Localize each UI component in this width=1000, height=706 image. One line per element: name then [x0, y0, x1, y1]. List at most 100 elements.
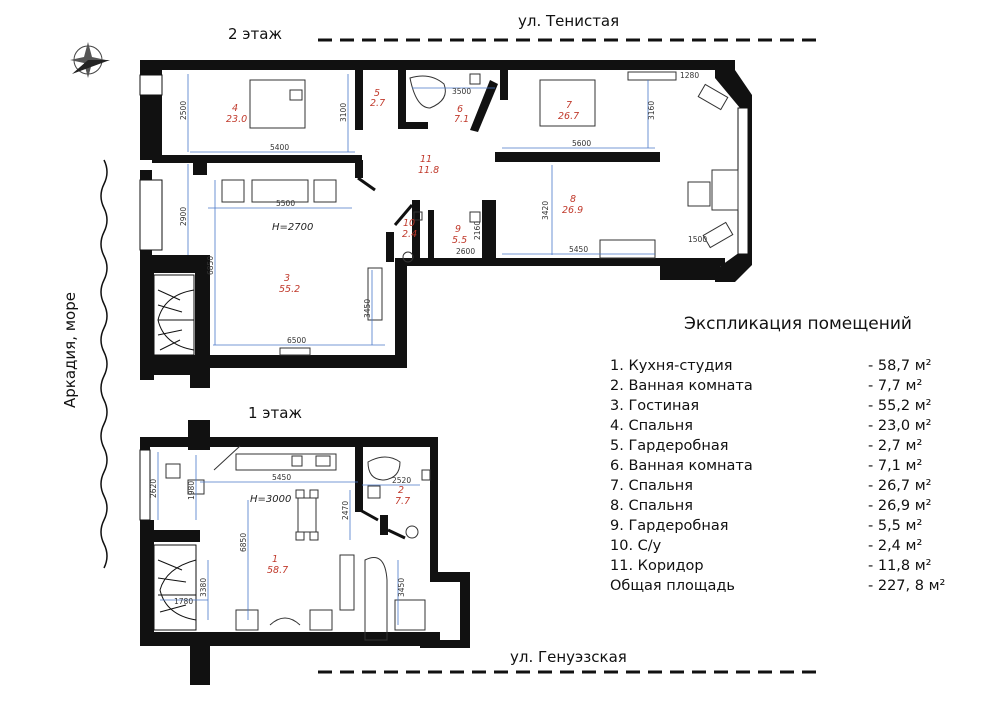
room-4-number: 4: [232, 103, 238, 114]
legend-room-area: - 7,7 м²: [868, 378, 923, 394]
legend-row: 9. Гардеробная - 5,5 м²: [610, 516, 970, 536]
lower-floor-plan: [139, 420, 470, 685]
room-2-number: 2: [398, 485, 404, 496]
legend-total-area: - 227, 8 м²: [868, 578, 946, 594]
legend-total-name: Общая площадь: [610, 578, 735, 594]
room-3-number: 3: [284, 273, 290, 284]
dimension-value: 3450: [397, 578, 406, 597]
legend-room-name: 9. Гардеробная: [610, 518, 729, 534]
room-7-number: 7: [566, 100, 572, 111]
room-5-number: 5: [374, 88, 380, 99]
dimension-value: 6500: [287, 336, 306, 345]
room-8-number: 8: [570, 194, 576, 205]
legend-title: Экспликация помещений: [684, 314, 912, 334]
legend-room-name: 5. Гардеробная: [610, 438, 729, 454]
upper-dimension-lines: [187, 74, 655, 346]
room-2-area: 7.7: [395, 496, 410, 507]
dimension-value: 2600: [456, 247, 475, 256]
legend-row: 6. Ванная комната - 7,1 м²: [610, 456, 970, 476]
legend-room-name: 6. Ванная комната: [610, 458, 753, 474]
legend-room-area: - 11,8 м²: [868, 558, 932, 574]
legend-room-name: 8. Спальня: [610, 498, 693, 514]
dimension-value: 6850: [239, 533, 248, 552]
dimension-value: 3450: [363, 299, 372, 318]
room-legend: 1. Кухня-студия - 58,7 м² 2. Ванная комна…: [610, 356, 970, 596]
dimension-value: 3100: [339, 103, 348, 122]
legend-row: 7. Спальня- 26,7 м²: [610, 476, 970, 496]
legend-room-area: - 23,0 м²: [868, 418, 932, 434]
room-7-area: 26.7: [558, 111, 579, 122]
dimension-value: 2900: [179, 207, 188, 226]
bottom-street-label: ул. Генуэзская: [510, 648, 627, 666]
legend-row: 5. Гардеробная - 2,7 м²: [610, 436, 970, 456]
dimension-value: 3420: [541, 201, 550, 220]
dimension-value: 5450: [569, 245, 588, 254]
legend-room-name: 4. Спальня: [610, 418, 693, 434]
legend-room-area: - 2,7 м²: [868, 438, 923, 454]
dimension-value: 3500: [452, 87, 471, 96]
upper-floor-label: 2 этаж: [228, 25, 282, 43]
dimension-value: 5450: [272, 473, 291, 482]
room-11-number: 11: [420, 154, 432, 165]
upper-furniture: [221, 71, 739, 356]
upper-ceiling-height: H=2700: [272, 222, 313, 233]
dimension-value: 2520: [392, 476, 411, 485]
lower-dimension-lines: [157, 452, 420, 625]
legend-row: 11. Коридор - 11,8 м²: [610, 556, 970, 576]
dimension-value: 1780: [174, 597, 193, 606]
lower-ceiling-height: H=3000: [250, 494, 291, 505]
dimension-value: 6850: [206, 256, 215, 275]
legend-room-name: 1. Кухня-студия: [610, 358, 733, 374]
legend-room-name: 3. Гостиная: [610, 398, 700, 414]
room-5-area: 2.7: [370, 98, 385, 109]
sea-wave-line: [100, 159, 108, 569]
legend-row: 1. Кухня-студия - 58,7 м²: [610, 356, 970, 376]
dimension-value: 5600: [572, 139, 591, 148]
legend-row-total: Общая площадь - 227, 8 м²: [610, 576, 970, 596]
top-street-label: ул. Тенистая: [518, 12, 620, 30]
dimension-value: 1980: [187, 481, 196, 500]
legend-room-area: - 26,9 м²: [868, 498, 932, 514]
lower-floor-label: 1 этаж: [248, 404, 302, 422]
side-sea-label: Аркадия, море: [61, 292, 79, 408]
legend-row: 2. Ванная комната- 7,7 м²: [610, 376, 970, 396]
dimension-value: 2500: [179, 101, 188, 120]
room-8-area: 26.9: [562, 205, 583, 216]
legend-row: 10. С/у- 2,4 м²: [610, 536, 970, 556]
dimension-texts: 5400 5500 6500 5600 5450 1280 1500 3500 …: [149, 71, 707, 606]
dimension-value: 2470: [341, 501, 350, 520]
room-11-area: 11.8: [418, 165, 439, 176]
room-9-number: 9: [455, 224, 461, 235]
dimension-value: 3160: [647, 101, 656, 120]
upper-floor-plan: [139, 60, 752, 388]
room-3-area: 55.2: [279, 284, 300, 295]
room-6-number: 6: [457, 104, 463, 115]
legend-row: 4. Спальня - 23,0 м²: [610, 416, 970, 436]
legend-room-name: 11. Коридор: [610, 558, 704, 574]
room-1-number: 1: [272, 554, 278, 565]
dimension-value: 1500: [688, 235, 707, 244]
room-1-area: 58.7: [267, 565, 288, 576]
room-4-area: 23.0: [226, 114, 247, 125]
dimension-value: 5400: [270, 143, 289, 152]
legend-room-area: - 58,7 м²: [868, 358, 932, 374]
legend-room-area: - 2,4 м²: [868, 538, 923, 554]
dimension-value: 5500: [276, 199, 295, 208]
legend-row: 8. Спальня - 26,9 м²: [610, 496, 970, 516]
legend-room-name: 7. Спальня: [610, 478, 693, 494]
dimension-value: 2160: [473, 221, 482, 240]
room-6-area: 7.1: [454, 114, 469, 125]
room-10-area: 2.4: [402, 229, 417, 240]
legend-room-area: - 7,1 м²: [868, 458, 923, 474]
legend-row: 3. Гостиная - 55,2 м²: [610, 396, 970, 416]
room-labels: 4 23.0 5 2.7 6 7.1 7 26.7 11 11.8 8 26.9…: [226, 88, 583, 576]
compass-rose-icon: [70, 42, 110, 78]
dimension-value: 1280: [680, 71, 699, 80]
legend-room-area: - 55,2 м²: [868, 398, 932, 414]
dimension-value: 2620: [149, 479, 158, 498]
room-9-area: 5.5: [452, 235, 467, 246]
room-10-number: 10: [403, 218, 415, 229]
legend-room-area: - 5,5 м²: [868, 518, 923, 534]
dimension-value: 3380: [199, 578, 208, 597]
